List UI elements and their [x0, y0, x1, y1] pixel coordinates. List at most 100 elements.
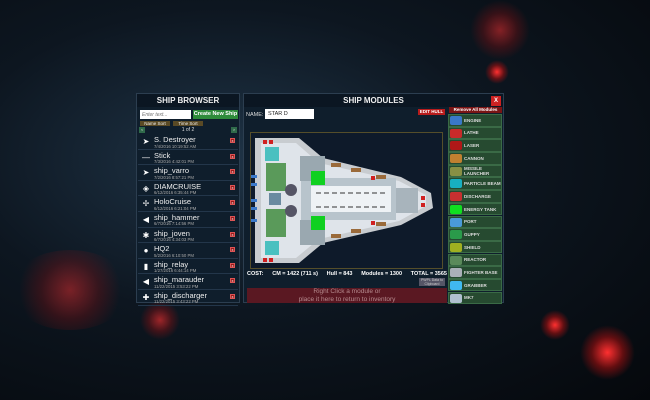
ship-date: 6/7/2016 4:34:03 PM — [154, 237, 194, 243]
ship-modules-title: SHIP MODULES — [244, 94, 503, 107]
delete-ship-button[interactable]: x — [230, 278, 235, 284]
module-item-particle-beam[interactable]: PARTICLE BEAM — [448, 177, 502, 190]
drop-hint-line-1: Right Click a module or — [313, 288, 381, 295]
module-label: MK7 — [464, 295, 474, 301]
module-label: PARTICLE BEAM — [464, 181, 501, 187]
energy-tank-icon — [450, 204, 462, 214]
ship-name: ship_discharger — [154, 290, 207, 300]
module-item-grabber[interactable]: GRABBER — [448, 278, 502, 292]
ship-editor-canvas[interactable] — [250, 132, 443, 269]
ship-name: ship_joven — [154, 228, 190, 238]
module-item-guppy[interactable]: GUPPY — [448, 228, 502, 241]
particle-beam-icon — [450, 179, 462, 189]
mk7-icon — [450, 293, 462, 303]
ship-date: 6/12/2016 6:21:04 PM — [154, 205, 197, 211]
engine-icon — [450, 116, 462, 125]
ship-list-item[interactable]: — Stick 7/3/2016 4:42:01 PM x — [138, 150, 238, 166]
ship-name: ship_relay — [154, 259, 189, 269]
module-label: LASER — [464, 143, 480, 149]
ship-date: 11/22/2015 3:53:22 PM — [154, 283, 199, 289]
ship-date: 6/12/2016 6:35:44 PM — [154, 190, 197, 196]
ship-name: ship_marauder — [154, 275, 205, 285]
fighter-base-icon — [450, 268, 462, 278]
ship-list-item[interactable]: ➤ S. Destroyer 7/4/2016 10:19:52 AM x — [138, 134, 238, 150]
ship-name: Stick — [154, 150, 171, 160]
ship-list-item[interactable]: ▮ ship_relay 1/27/2016 6:44:14 PM x — [138, 259, 238, 275]
delete-ship-button[interactable]: x — [230, 184, 235, 190]
module-label: ENERGY TANK — [464, 206, 497, 212]
module-item-lathe[interactable]: LATHE — [448, 126, 502, 140]
delete-ship-button[interactable]: x — [230, 215, 235, 221]
delete-ship-button[interactable]: x — [230, 247, 235, 253]
module-item-shield[interactable]: SHIELD — [448, 240, 502, 254]
module-item-fighter-base[interactable]: FIGHTER BASE — [448, 266, 502, 279]
pagination: < 1 of 2 > — [139, 127, 237, 133]
module-label: GUPPY — [464, 231, 480, 237]
module-item-engine[interactable]: ENGINE — [448, 114, 502, 127]
ship-date: 11/22/2015 3:43:22 PM — [154, 299, 199, 305]
close-button[interactable]: X — [491, 96, 501, 106]
ship-thumbnail-icon: — — [142, 152, 150, 162]
name-label: NAME: — [246, 112, 264, 118]
cm-cost: CM = 1422 (711 s) — [272, 271, 318, 277]
hull-cost: Hull = 843 — [326, 271, 353, 277]
ship-thumbnail-icon: ▮ — [143, 261, 149, 271]
delete-ship-button[interactable]: x — [230, 262, 235, 268]
delete-ship-button[interactable]: x — [230, 153, 235, 159]
ship-list-item[interactable]: ➤ ship_varro 7/2/2016 8:57:21 PM x — [138, 165, 238, 181]
module-label: CANNON — [464, 155, 484, 161]
ship-list-item[interactable]: ✱ ship_joven 6/7/2016 4:34:03 PM x — [138, 228, 238, 244]
discharge-icon — [450, 192, 462, 202]
ship-name: DIAMCRUISE — [154, 181, 202, 191]
ship-name: ship_varro — [154, 166, 190, 176]
ship-list-item[interactable]: ◈ DIAMCRUISE 6/12/2016 6:35:44 PM x — [138, 181, 238, 197]
search-input[interactable] — [140, 110, 191, 119]
ship-list-item[interactable]: ◀ ship_hammer 6/7/2016 7:14:56 PM x — [138, 212, 238, 228]
delete-ship-button[interactable]: x — [230, 138, 235, 143]
ship-thumbnail-icon: ✱ — [142, 230, 150, 240]
time-sort-button[interactable]: Time Sort — [173, 121, 203, 126]
module-item-mk7[interactable]: MK7 — [448, 291, 502, 305]
ship-thumbnail-icon: ◈ — [142, 183, 150, 193]
name-sort-button[interactable]: Name Sort — [140, 121, 170, 126]
edit-hull-button[interactable]: EDIT HULL — [418, 109, 445, 115]
create-new-ship-button[interactable]: Create New Ship — [193, 110, 238, 119]
module-item-missile-launcher[interactable]: MISSILE LAUNCHER — [448, 164, 502, 178]
module-item-port[interactable]: PORT — [448, 215, 502, 228]
copy-to-clipboard-button[interactable]: PWPL Data to Clipboard — [419, 278, 445, 286]
module-item-discharge[interactable]: DISCHARGE — [448, 190, 502, 203]
lathe-icon — [450, 128, 462, 138]
module-item-reactor[interactable]: REACTOR — [448, 253, 502, 267]
delete-ship-button[interactable]: x — [230, 169, 235, 175]
module-return-drop-zone[interactable]: Right Click a module or place it here to… — [247, 288, 447, 303]
delete-ship-button[interactable]: x — [230, 231, 235, 237]
remove-all-modules-button[interactable]: Remove All Modules — [449, 107, 502, 113]
module-item-laser[interactable]: LASER — [448, 139, 502, 152]
module-item-energy-tank[interactable]: ENERGY TANK — [448, 202, 502, 216]
ship-thumbnail-icon: ✢ — [142, 199, 150, 209]
module-item-cannon[interactable]: CANNON — [448, 152, 502, 165]
ship-name-input[interactable]: STAR D — [265, 109, 314, 119]
ship-list-item[interactable]: ✢ HoloCruise 6/12/2016 6:21:04 PM x — [138, 196, 238, 212]
ship-thumbnail-icon: ◀ — [142, 277, 150, 287]
ship-date: 7/3/2016 4:42:01 PM — [154, 159, 194, 165]
ship-date: 7/4/2016 10:19:52 AM — [154, 143, 197, 149]
module-label: MISSILE LAUNCHER — [464, 166, 490, 176]
ship-list-item[interactable]: ● HQ2 5/2/2016 6:10:50 PM x — [138, 243, 238, 259]
ship-browser-panel: SHIP BROWSER Create New Ship Name Sort T… — [136, 93, 240, 306]
prev-page-button[interactable]: < — [139, 127, 145, 133]
ship-name: ship_hammer — [154, 212, 200, 222]
ship-list: ➤ S. Destroyer 7/4/2016 10:19:52 AM x— S… — [138, 134, 238, 306]
ship-date: 5/2/2016 6:10:50 PM — [154, 252, 194, 258]
module-palette: ENGINE LATHE LASER CANNON MISSILE LAUNCH… — [448, 114, 502, 305]
ship-list-item[interactable]: ◀ ship_marauder 11/22/2015 3:53:22 PM x — [138, 274, 238, 290]
ship-list-item[interactable]: ✚ ship_discharger 11/22/2015 3:43:22 PM … — [138, 290, 238, 306]
delete-ship-button[interactable]: x — [230, 200, 235, 206]
module-label: PORT — [464, 219, 477, 225]
delete-ship-button[interactable]: x — [230, 293, 235, 299]
grabber-icon — [450, 280, 462, 290]
cost-summary: COST: CM = 1422 (711 s) Hull = 843 Modul… — [247, 271, 447, 277]
next-page-button[interactable]: > — [231, 127, 237, 133]
module-label: FIGHTER BASE — [464, 270, 498, 275]
module-label: GRABBER — [464, 282, 487, 288]
